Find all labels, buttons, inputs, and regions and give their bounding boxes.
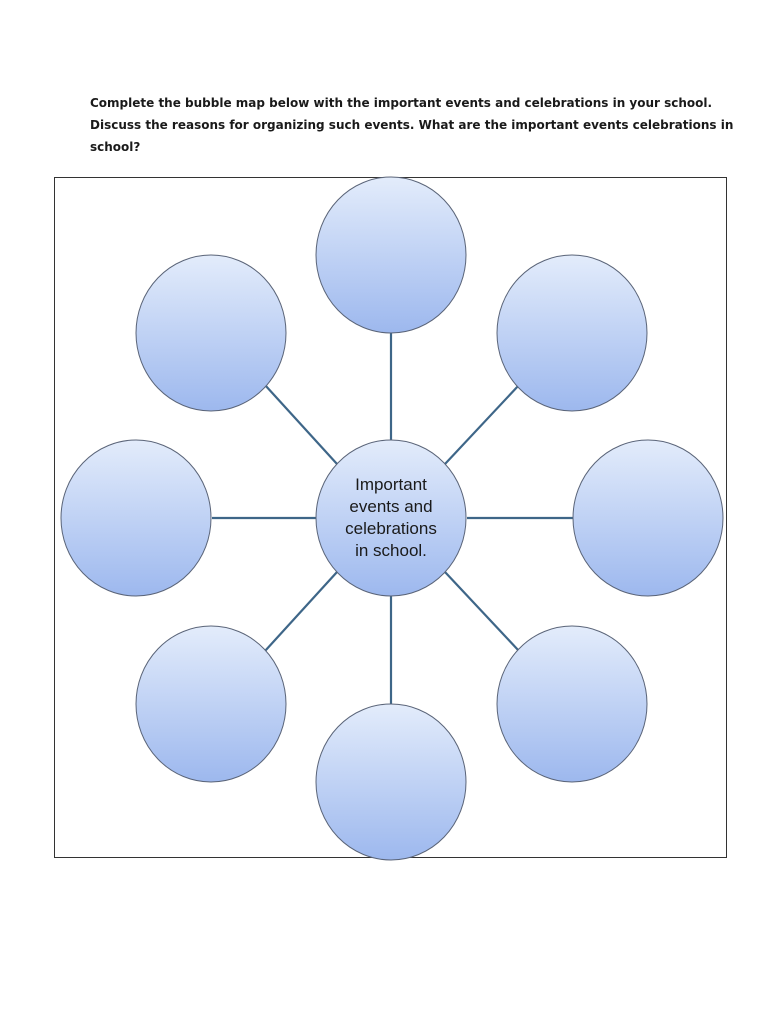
center-bubble: [315, 439, 467, 597]
outer-bubble-top-right[interactable]: [496, 254, 648, 412]
outer-bubble-bottom-left[interactable]: [135, 625, 287, 783]
center-label-line-4: in school.: [355, 541, 427, 560]
outer-bubble-bottom-right[interactable]: [496, 625, 648, 783]
outer-bubble-left[interactable]: [60, 439, 212, 597]
outer-bubble-top-left[interactable]: [135, 254, 287, 412]
center-label: Important events and celebrations in sch…: [345, 475, 437, 560]
connector-bottom-left: [264, 571, 338, 652]
connector-top-right: [444, 384, 520, 465]
instructions-line-2: Discuss the reasons for organizing such …: [90, 118, 734, 132]
center-label-line-3: celebrations: [345, 519, 437, 538]
center-label-line-2: events and: [349, 497, 432, 516]
outer-bubbles: [60, 176, 724, 861]
instructions: Complete the bubble map below with the i…: [90, 92, 734, 158]
connector-bottom-right: [444, 571, 520, 652]
outer-bubble-top[interactable]: [315, 176, 467, 334]
instructions-line-3: school?: [90, 140, 141, 154]
connector-top-left: [264, 384, 338, 465]
outer-bubble-bottom[interactable]: [315, 703, 467, 861]
instructions-line-1: Complete the bubble map below with the i…: [90, 96, 713, 110]
outer-bubble-right[interactable]: [572, 439, 724, 597]
connectors: [212, 332, 573, 704]
center-label-line-1: Important: [355, 475, 427, 494]
